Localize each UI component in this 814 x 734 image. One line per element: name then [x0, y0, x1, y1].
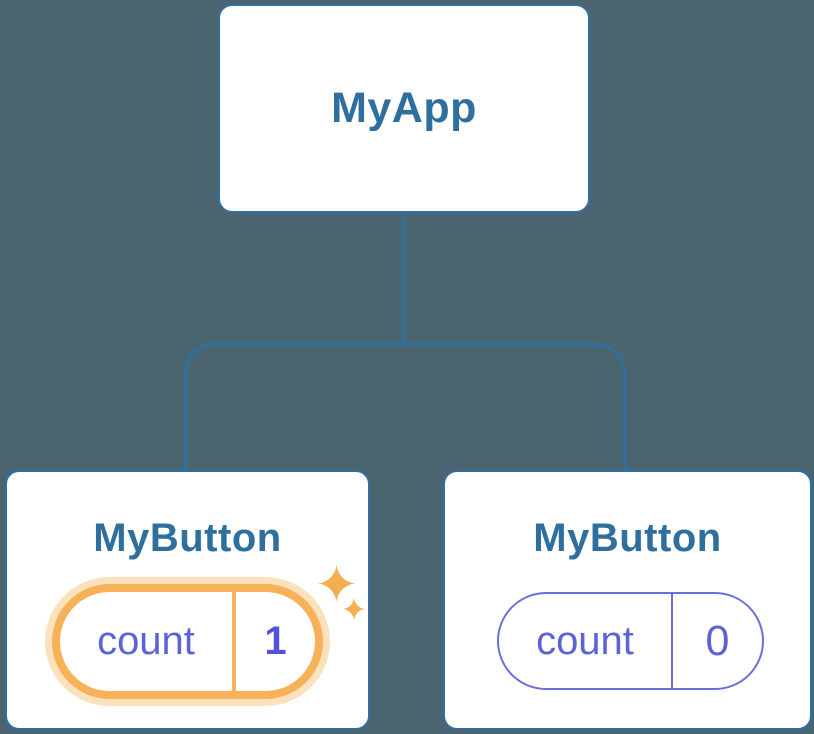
component-node-myapp: MyApp	[218, 4, 590, 213]
component-label-mybutton-2: MyButton	[533, 516, 722, 560]
sparkle-icon-large	[318, 565, 355, 602]
state-pill-highlighted: count 1	[60, 592, 315, 691]
sparkle-icon-small	[343, 598, 365, 620]
state-value: 1	[232, 592, 315, 691]
state-pill: count 0	[497, 592, 764, 690]
component-label-mybutton-1: MyButton	[93, 516, 282, 560]
component-node-mybutton-2: MyButton count 0	[443, 470, 812, 730]
state-key-label: count	[97, 619, 195, 663]
connector-branches	[184, 343, 626, 470]
component-node-mybutton-1: MyButton count 1	[5, 470, 370, 730]
state-value: 0	[671, 594, 762, 688]
component-label-myapp: MyApp	[331, 84, 477, 132]
connector-stem	[402, 212, 405, 344]
state-key-label: count	[536, 618, 634, 663]
